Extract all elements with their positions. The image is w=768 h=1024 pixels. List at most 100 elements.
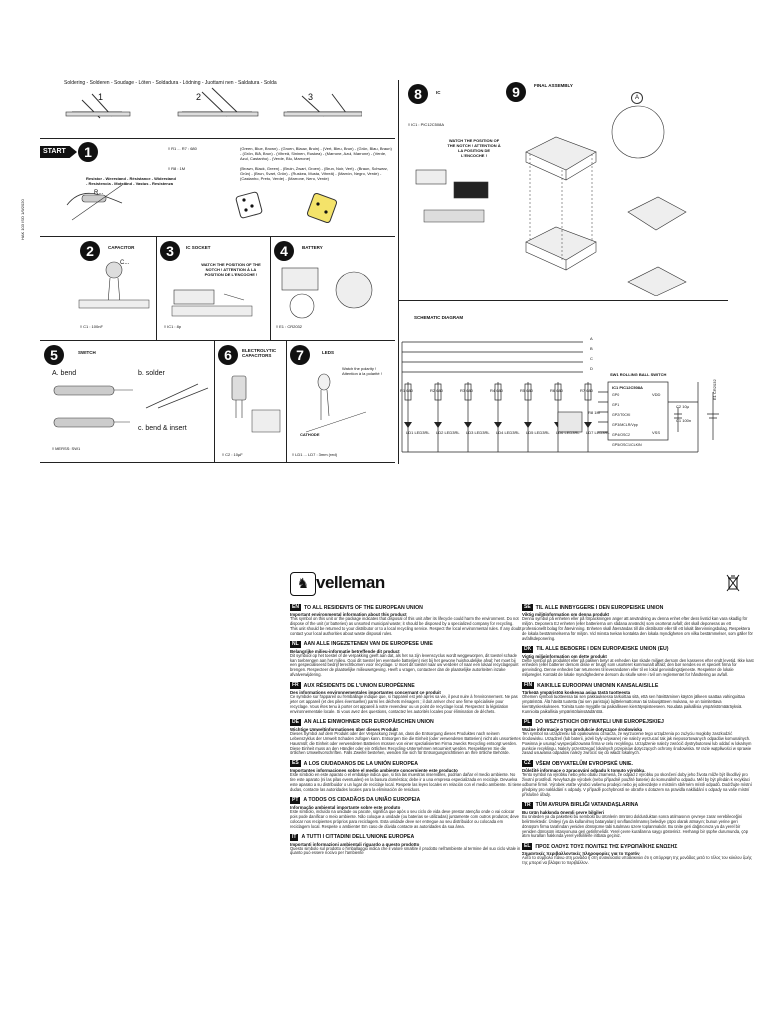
step-7-number: 7 (290, 345, 310, 365)
switch-step-c: c. bend & insert (138, 425, 187, 432)
electrolytic-label: ELECTROLYTIC CAPACITORS (242, 348, 277, 358)
language-code-badge: FIN (522, 682, 535, 690)
schematic-ld1: LD1 LED3RL (406, 430, 430, 435)
section-body: Este símbolo en este aparato o el embala… (290, 772, 522, 793)
schematic-ld6: LD6 LED3RL (556, 430, 580, 435)
section-body: Este símbolo, incluído na unidade ou pac… (290, 808, 519, 829)
schematic-ic-pins: GP0 GP1 GP2/T0CKI GP3/MCLR/Vpp GP4/OSC2 … (612, 393, 642, 447)
divider-line (214, 340, 215, 462)
language-code-badge: ES (290, 760, 301, 768)
section-body: This symbol on this unit or the package … (290, 616, 522, 636)
ic-ref: ◊ IC1 : PIC12C508A (408, 122, 444, 127)
language-code-badge: PL (522, 718, 533, 726)
schematic-r3: R3 680 (460, 388, 473, 393)
section-subtitle: Informação ambiental importante sobre es… (290, 804, 401, 810)
section-title: TIL ALLE BEBOERE I DEN EUROPÆISKE UNION … (536, 646, 669, 653)
language-code-badge: PT (290, 796, 301, 804)
velleman-logo: ♞ velleman (290, 572, 385, 596)
ic-socket-label: IC SOCKET (186, 245, 211, 250)
electrolytic-illustration (231, 375, 281, 433)
step-8-number: 8 (408, 84, 428, 104)
divider-line (40, 236, 395, 237)
section-subtitle: Tärkeää ympäristöä koskevaa asiaa tästä … (522, 690, 631, 696)
detail-a-marker: A (631, 92, 643, 104)
schematic-diagram (401, 341, 719, 453)
switch-step-b: b. solder (138, 370, 165, 377)
section-subtitle: Importanti informazioni ambientali rigua… (290, 841, 420, 847)
section-subtitle: Important environmental information abou… (290, 612, 407, 617)
section-title: A LOS CIUDADANOS DE LA UNIÓN EUROPEA (303, 760, 418, 767)
section-title: A TODOS OS CIDADÃOS DA UNIÃO EUROPEIA (303, 797, 421, 804)
schematic-r7: R7 680 (580, 388, 593, 393)
schematic-switch: SW1 ROLLING BALL SWITCH (610, 372, 667, 377)
battery-ref: ◊ E1 : CR2032 (276, 324, 302, 329)
resistor-illustration (66, 184, 123, 221)
schematic-battery: E1 CR2032 (712, 379, 717, 400)
led-ref: ◊ LD1 ... LD7 : 3mm (red) (292, 452, 338, 457)
schematic-title: SCHEMATIC DIAGRAM (414, 315, 464, 320)
language-code-badge: IT (290, 833, 299, 841)
step-3-number: 3 (160, 241, 180, 261)
schematic-r8: R8 1M (588, 410, 600, 415)
schematic-ld5: LD5 LED3RL (526, 430, 550, 435)
section-body: Ten symbol na urządzeniu lub opakowaniu … (522, 730, 752, 756)
section-title: TIL ALLE INNBYGGERE I DEN EUROPEISKE UNI… (535, 604, 664, 611)
ic-label: IC (436, 90, 441, 95)
capacitor-label: CAPACITOR (108, 245, 135, 250)
section-body: Αυτό το σύμβολο πάνω στη μονάδα ή στη συ… (522, 855, 752, 866)
r8-ref: ◊ R8 : 1M (168, 166, 186, 171)
section-title: A TUTTI I CITTADINI DELL'UNIONE EUROPEA (301, 834, 415, 841)
language-code-badge: CZ (522, 760, 533, 768)
schematic-ld4: LD4 LED3RL (496, 430, 520, 435)
ic-illustration (415, 169, 489, 223)
divider-line (40, 462, 395, 463)
step-1-number: 1 (78, 142, 98, 162)
section-subtitle: Důležité informace o zpracování odpadu k… (522, 768, 646, 774)
schematic-c1: C1 100n (676, 418, 692, 423)
section-body: Dieses Symbol auf dem Produkt oder der V… (290, 730, 521, 756)
language-code-badge: FR (290, 682, 301, 690)
section-subtitle: Importantes informaciones sobre el medio… (290, 768, 458, 774)
section-title: TÜM AVRUPA BIRLIĞI VATANDAŞLARINA (535, 802, 639, 809)
final-assembly-illustration (525, 105, 687, 296)
section-body: Tento symbol na výrobku nebo jeho obalu … (522, 772, 752, 797)
schematic-node-c: C (590, 356, 593, 361)
schematic-r5: R5 680 (520, 388, 533, 393)
divider-line (156, 236, 157, 340)
section-subtitle: Wichtige Umweltinformationen über dieses… (290, 726, 398, 732)
section-subtitle: Des informations environnementales impor… (290, 690, 441, 696)
step-9-number: 9 (506, 82, 526, 102)
switch-label: SWITCH (78, 350, 96, 355)
capacitor-ref: ◊ C1 : 100nF (80, 324, 103, 329)
r1-colors: (Green, Blue, Brown) - (Groen, Blauw, Br… (240, 146, 392, 161)
section-body: Bu üniteden ya da paketteki bu sembolü b… (522, 813, 748, 839)
schematic-vdd: VDD (652, 392, 661, 397)
resistor-label: Resistor - Weerstand - Résistance - Wide… (86, 176, 176, 186)
schematic-r4: R4 680 (490, 388, 503, 393)
language-code-badge: EL (522, 843, 533, 851)
section-subtitle: Viktig miljöinformation om denna produkt (522, 612, 610, 617)
soldering-title: Soldering - Solderen - Soudage - Löten -… (64, 80, 277, 86)
soldering-illustration (65, 87, 362, 119)
section-subtitle: Belangrijke milieu-informatie betreffend… (290, 648, 400, 654)
language-code-badge: SE (522, 604, 533, 611)
schematic-node-b: B (590, 346, 593, 351)
divider-line (398, 300, 728, 301)
section-body: Denna symbol på enheten eller på förpack… (522, 616, 753, 641)
battery-label: BATTERY (302, 245, 323, 250)
divider-line (286, 340, 287, 462)
language-code-badge: TR (522, 801, 533, 809)
step-4-number: 4 (274, 241, 294, 261)
language-code-badge: DK (522, 645, 534, 653)
section-title: VŠEM OBYVATELŮM EVROPSKÉ UNIE. (535, 760, 633, 767)
